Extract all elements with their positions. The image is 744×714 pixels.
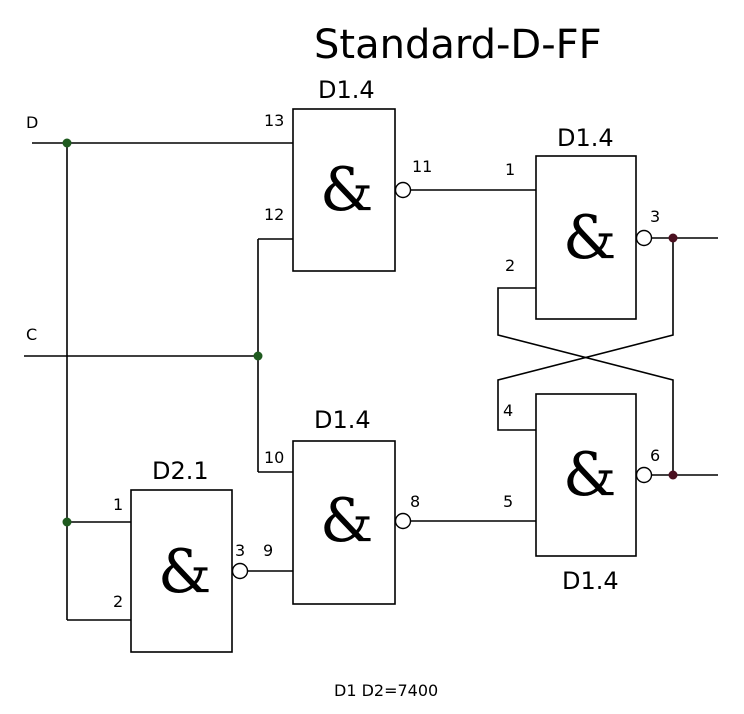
pin-label: 1 [505,160,515,179]
nand-gate-g1: D1.4 & 13 12 11 [264,76,432,272]
pin-label: 1 [113,495,123,514]
diagram-title: Standard-D-FF [314,22,602,68]
pin-label: 10 [264,448,284,467]
nand-gate-g5: D2.1 & 1 2 3 [113,457,249,653]
nand-gate-g3: D1.4 & 10 9 8 [263,406,420,605]
wire-feedback-q-to-g4 [497,238,674,431]
gate-ref-label: D1.4 [318,76,375,104]
pin-label: 3 [235,541,245,560]
gate-ref-label: D1.4 [314,406,371,434]
gate-ref-label: D1.4 [557,124,614,152]
pin-label: 4 [503,401,513,420]
nand-gate-g4: D1.4 & 4 5 6 [503,393,660,595]
junction-dot [668,233,678,243]
gate-ref-label: D1.4 [562,567,619,595]
nand-gate-g2: D1.4 & 1 2 3 [505,124,660,320]
junction-dot [253,351,263,361]
pin-label: 2 [505,256,515,275]
and-symbol: & [320,155,373,225]
and-symbol: & [320,486,373,556]
and-symbol: & [563,203,616,273]
inverter-bubble [394,512,412,530]
pin-label: 5 [503,492,513,511]
pin-label: 9 [263,541,273,560]
inverter-bubble [635,466,653,484]
wire-feedback-qbar-to-g2 [497,287,674,475]
pin-label: 2 [113,592,123,611]
pin-label: 8 [410,492,420,511]
and-symbol: & [563,440,616,510]
part-number-note: D1 D2=7400 [334,681,438,700]
and-symbol: & [158,537,211,607]
gate-ref-label: D2.1 [152,457,209,485]
input-label-c: C [26,325,37,344]
pin-label: 11 [412,157,432,176]
inverter-bubble [394,181,412,199]
inverter-bubble [635,229,653,247]
pin-label: 13 [264,111,284,130]
pin-label: 6 [650,446,660,465]
pin-label: 3 [650,207,660,226]
junction-dot [62,517,72,527]
inverter-bubble [231,562,249,580]
junction-dot [668,470,678,480]
input-label-d: D [26,113,38,132]
pin-label: 12 [264,205,284,224]
junction-dot [62,138,72,148]
